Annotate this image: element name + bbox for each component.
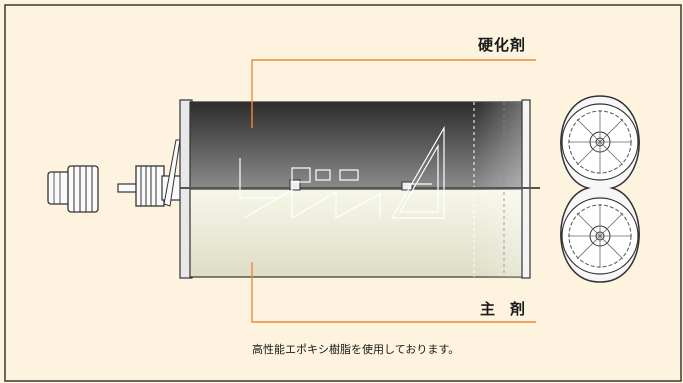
- cartridge-end-view: [560, 95, 640, 283]
- hardener-label: 硬化剤: [478, 36, 527, 54]
- frame: [4, 4, 682, 382]
- main-agent-label: 主 剤: [480, 300, 526, 318]
- leader-lines: [251, 59, 536, 323]
- main-agent-barrel: [189, 188, 529, 278]
- cartridge-outlet: [117, 139, 183, 207]
- brand-mark: [239, 125, 445, 220]
- nozzle-cap: [47, 165, 99, 213]
- hardener-barrel: [189, 101, 529, 190]
- cartridge-barrels: [179, 99, 540, 279]
- caption-text: 高性能エポキシ樹脂を使用しております。: [252, 343, 460, 356]
